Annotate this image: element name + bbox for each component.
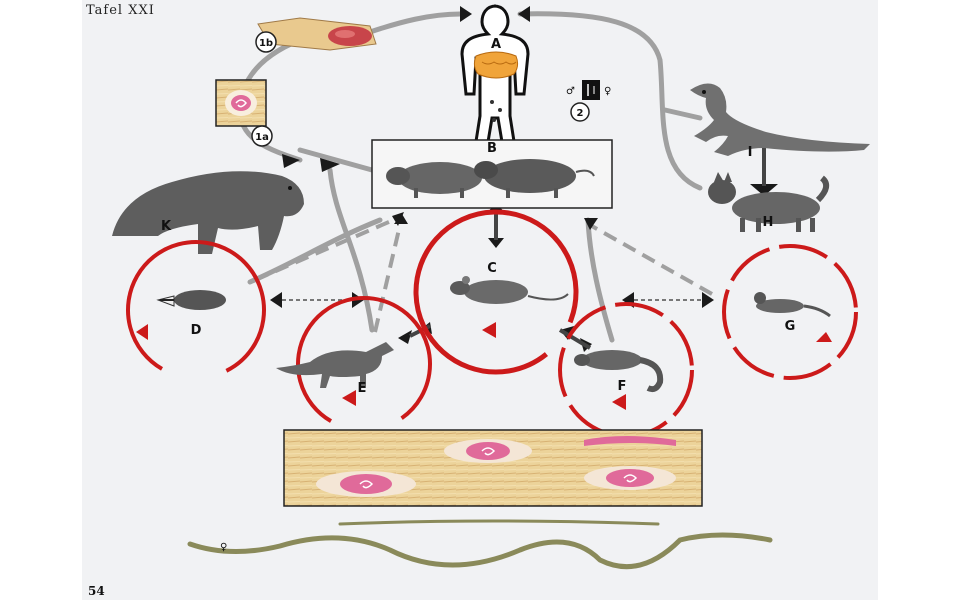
label-F: F [618,379,627,394]
human-figure [460,4,530,156]
sled-dog [708,172,830,232]
free-larva [584,436,676,446]
pigs [386,159,595,198]
label-E: E [358,381,367,396]
dashed-paths [254,216,713,333]
marten [574,350,664,393]
step-1a-label: 1a [255,132,269,143]
rat-cycle [413,209,579,375]
rat [450,276,569,304]
badger [156,290,226,310]
muscle-tissue-panel [283,429,703,507]
bear [112,171,304,254]
cyst-2 [316,471,416,497]
fox-cycle [276,296,432,432]
fox [276,342,394,388]
transmission-paths [237,11,703,343]
label-H: H [763,215,774,230]
meat-piece [257,17,377,51]
label-D: D [191,323,202,338]
step-2-label: 2 [577,108,584,119]
label-B: B [487,141,497,156]
cyst-3 [584,466,676,490]
label-K: K [161,219,172,234]
seal [690,83,870,156]
female-symbol: ♀ [604,86,611,97]
male-worm [338,519,660,526]
stoat-cycle [722,244,858,380]
label-C: C [487,261,497,276]
adult-worm-icon [582,80,600,100]
plate-title: Tafel XXI [86,3,155,18]
step-1a-badge [251,125,273,147]
marten-cycle [558,302,694,438]
stoat [754,292,831,318]
label-G: G [785,319,796,334]
step-1b-label: 1b [259,38,273,49]
label-A: A [491,37,501,52]
dashed-arrowheads [392,212,598,230]
female-worm [187,532,773,570]
worm-female-symbol: ♀ [220,542,227,553]
muscle-cyst-box [215,79,267,127]
label-I: I [748,145,753,160]
adult-worms [187,519,773,570]
page-number: 54 [88,584,105,598]
cyst-1 [444,439,532,463]
step-1b-badge [255,31,277,53]
rat-marten-link [558,328,592,350]
male-symbol: ♂ [566,86,575,97]
step-2-badge [570,102,590,122]
badger-cycle [126,240,266,380]
